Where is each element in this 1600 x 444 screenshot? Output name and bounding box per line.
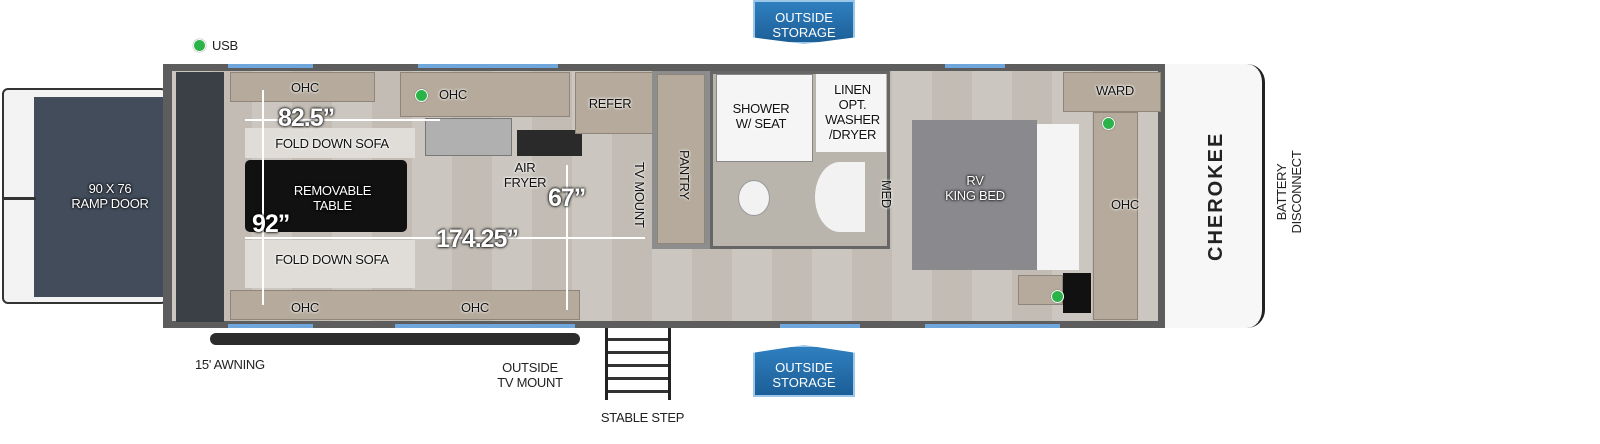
front-cap [1165,64,1265,328]
shower [716,74,813,162]
usb-icon [193,39,206,52]
label-air-fryer-2: FRYER [503,175,547,190]
label-tv-mount: TV MOUNT [632,162,647,228]
window [418,64,558,68]
label-linen-3: WASHER [825,112,880,127]
label-sofa: FOLD DOWN SOFA [275,252,389,267]
toilet [738,180,770,216]
dimension-line [262,90,264,305]
dimension-174-25: 174.25” [436,225,519,253]
label-table-1: REMOVABLE [293,183,372,198]
label-med: MED [879,180,894,208]
window [228,324,313,328]
window [780,324,860,328]
king-bed [912,120,1037,270]
label-ward: WARD [1095,83,1135,98]
label-ohc: OHC [1111,197,1139,212]
ohc-cabinet-bottom [230,290,580,320]
sink [425,118,512,156]
outside-storage-badge-bottom: OUTSIDE STORAGE [753,345,855,397]
usb-icon [415,89,428,102]
ramp-label-1: 90 X 76 [88,181,132,196]
dimension-67: 67” [548,184,586,212]
ramp-door-surface [34,97,168,297]
dimension-line [566,165,568,310]
sofa-bottom [245,240,415,288]
label-linen-2: OPT. [838,97,867,112]
pantry [657,74,705,244]
dimension-92: 92” [252,210,290,238]
stove [517,130,582,156]
awning [210,333,580,345]
label-awning: 15' AWNING [195,357,265,372]
nightstand-dark [1063,273,1091,313]
label-table-2: TABLE [313,198,352,213]
ohc-cabinet [230,72,375,102]
label-bed-2: KING BED [945,188,1005,203]
label-linen-1: LINEN [834,82,871,97]
ramp-label-2: RAMP DOOR [71,196,149,211]
label-outside-tv-2: TV MOUNT [497,375,563,390]
usb-legend-label: USB [212,38,238,53]
label-battery-1: BATTERY [1274,163,1289,221]
window [945,64,1005,68]
window [395,324,575,328]
label-ohc: OHC [291,300,319,315]
outside-storage-badge-top: OUTSIDE STORAGE [753,0,855,44]
usb-icon [1051,290,1064,303]
label-air-fryer-1: AIR [514,160,536,175]
sofa-top [245,128,415,158]
kitchen-cabinet [400,72,570,117]
linen-closet [816,74,886,152]
label-shower-2: W/ SEAT [735,116,787,131]
label-outside-tv-1: OUTSIDE [502,360,558,375]
ramp-hinge [2,197,36,200]
garage-door-frame [176,72,224,322]
label-battery-2: DISCONNECT [1289,150,1304,234]
label-sofa: FOLD DOWN SOFA [275,136,389,151]
removable-table [245,160,407,232]
dimension-line [245,237,645,239]
label-ohc: OHC [439,87,467,102]
usb-icon [1102,117,1115,130]
dimension-line [245,119,440,121]
label-linen-4: /DRYER [828,127,877,142]
ohc-bedroom [1093,112,1138,320]
pillows [1037,124,1079,270]
sink-vanity [815,162,865,232]
dimension-82-5: 82.5” [278,104,335,132]
label-stable-step: STABLE STEP [600,410,685,425]
label-bed-1: RV [966,173,984,188]
window [228,64,313,68]
stable-step [605,328,671,400]
window [925,324,1060,328]
label-ohc: OHC [291,80,319,95]
label-shower-1: SHOWER [732,101,790,116]
label-ohc: OHC [461,300,489,315]
wardrobe [1063,72,1161,112]
label-refer: REFER [588,96,632,111]
brand-logo: CHEROKEE [1205,131,1227,261]
label-pantry: PANTRY [677,150,692,200]
